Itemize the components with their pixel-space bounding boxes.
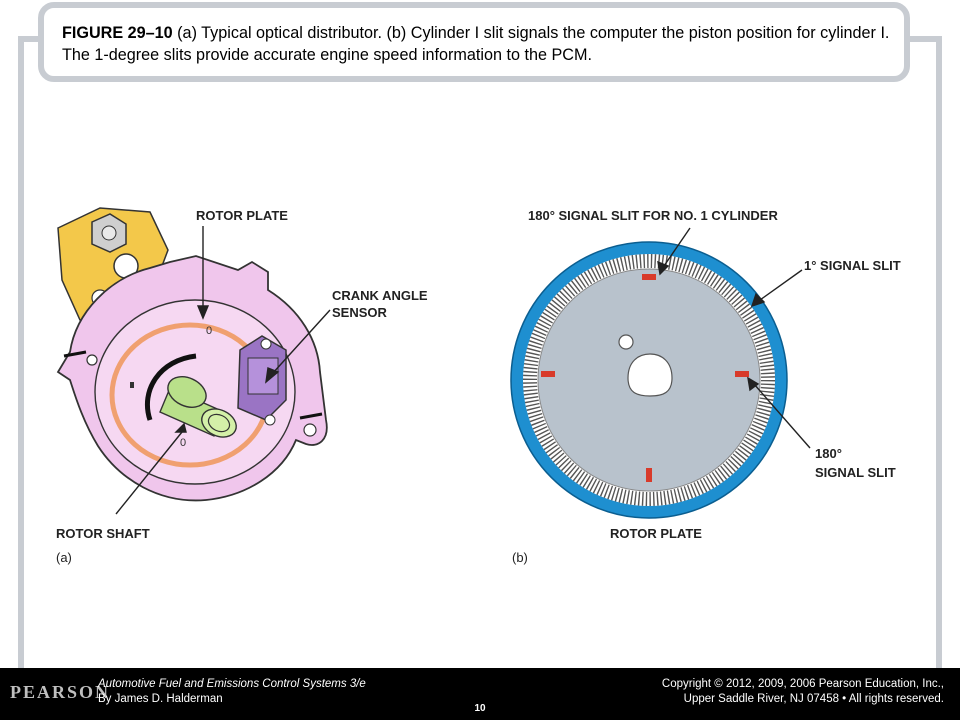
label-rotor-plate-b: ROTOR PLATE bbox=[610, 526, 702, 541]
label-crank-angle-sensor-1: CRANK ANGLE bbox=[332, 288, 428, 303]
copyright-line-2: Upper Saddle River, NJ 07458 • All right… bbox=[683, 693, 944, 705]
panel-b-label: (b) bbox=[512, 550, 528, 565]
frame-top-left bbox=[18, 36, 42, 42]
figure-label: FIGURE 29–10 bbox=[62, 24, 173, 42]
book-title: Automotive Fuel and Emissions Control Sy… bbox=[98, 678, 366, 690]
pearson-logo: PEARSON bbox=[10, 682, 111, 702]
figure-caption: FIGURE 29–10 (a) Typical optical distrib… bbox=[62, 22, 892, 66]
label-1deg-slit: 1° SIGNAL SLIT bbox=[804, 258, 901, 273]
footer-bar: PEARSON Automotive Fuel and Emissions Co… bbox=[0, 668, 960, 720]
copyright: Copyright © 2012, 2009, 2006 Pearson Edu… bbox=[662, 677, 944, 707]
frame-top-right bbox=[906, 36, 942, 42]
slit-right bbox=[735, 371, 749, 377]
page-number: 10 bbox=[474, 703, 486, 714]
panel-a-label: (a) bbox=[56, 550, 72, 565]
rotor-arc bbox=[144, 353, 197, 421]
leader-lines-a bbox=[115, 226, 331, 515]
label-rotor-plate-a: ROTOR PLATE bbox=[196, 208, 288, 223]
caption-box: FIGURE 29–10 (a) Typical optical distrib… bbox=[38, 2, 910, 82]
label-rotor-shaft: ROTOR SHAFT bbox=[56, 526, 150, 541]
leader-lines-b bbox=[657, 227, 811, 449]
copyright-line-1: Copyright © 2012, 2009, 2006 Pearson Edu… bbox=[661, 678, 944, 690]
rotor-shaft bbox=[159, 376, 237, 438]
crank-angle-sensor bbox=[237, 335, 287, 426]
book-info: Automotive Fuel and Emissions Control Sy… bbox=[98, 677, 366, 707]
disc-center-hole bbox=[627, 353, 673, 397]
label-crank-angle-sensor-2: SENSOR bbox=[332, 305, 387, 320]
label-180-slit-2: SIGNAL SLIT bbox=[815, 465, 896, 480]
disc-slits bbox=[523, 254, 775, 506]
disc-small-hole bbox=[618, 334, 634, 350]
label-180-slit-no1: 180° SIGNAL SLIT FOR NO. 1 CYLINDER bbox=[528, 208, 778, 223]
caption-body: (a) Typical optical distributor. (b) Cyl… bbox=[62, 24, 890, 64]
svg-text:0: 0 bbox=[180, 437, 186, 449]
frame-left bbox=[18, 36, 24, 668]
slit-bottom bbox=[646, 468, 652, 482]
frame-right bbox=[936, 36, 942, 668]
label-180-slit-1: 180° bbox=[815, 446, 842, 461]
slit-top bbox=[642, 274, 656, 280]
svg-text:0: 0 bbox=[206, 325, 212, 337]
slit-left bbox=[541, 371, 555, 377]
rotor-plate-disc bbox=[510, 227, 811, 519]
book-author: By James D. Halderman bbox=[98, 693, 223, 705]
figure-illustration: 0 0 bbox=[56, 207, 811, 519]
nut-bore bbox=[101, 225, 117, 241]
distributor-illustration: 0 0 bbox=[56, 207, 331, 515]
